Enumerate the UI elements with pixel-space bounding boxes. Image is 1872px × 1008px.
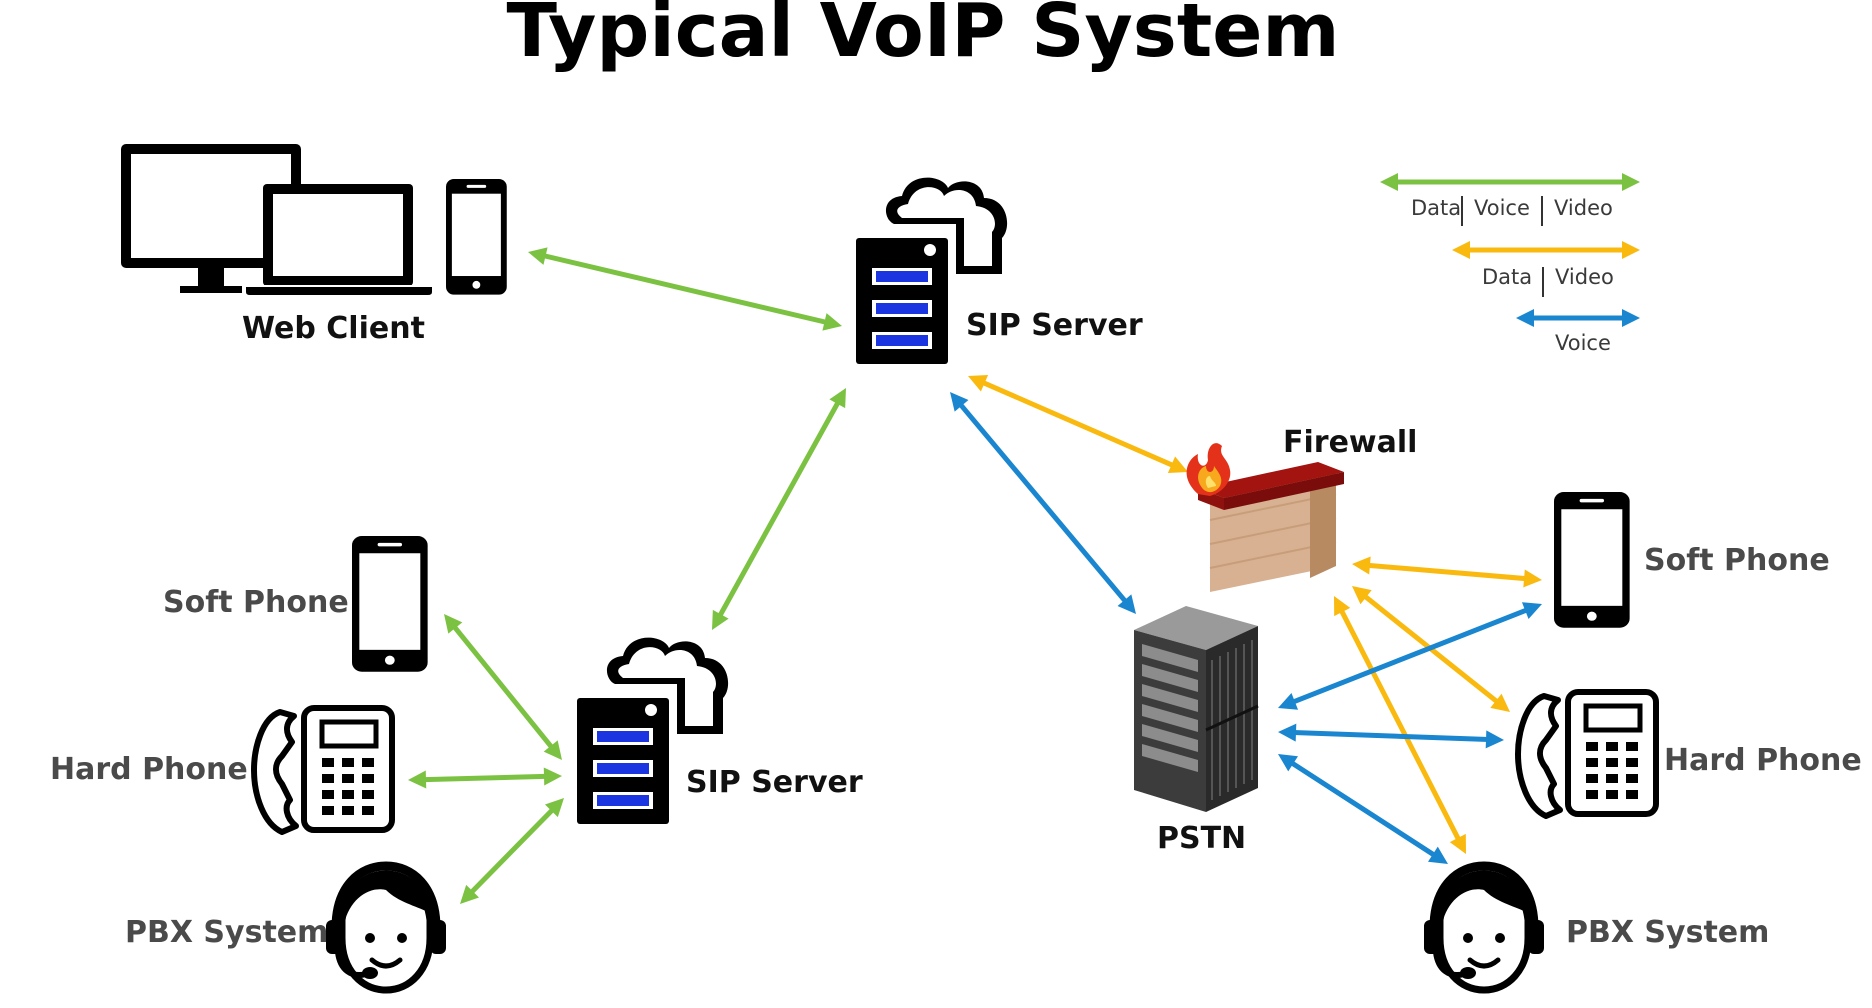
legend-orange-data: Data — [1482, 265, 1532, 289]
legend-arrow-orange-head-start — [1452, 241, 1470, 259]
firewall-icon — [1186, 443, 1344, 592]
sip-top-to-firewall-arrow — [968, 374, 1188, 474]
connection-arrows — [408, 247, 1542, 904]
pstn-to-pbx-right-line — [1286, 758, 1440, 860]
hard-phone-right-label: Hard Phone — [1664, 743, 1862, 778]
sip-top-to-firewall-head-end — [1167, 456, 1188, 474]
soft-phone-left-to-sip-head-end — [543, 740, 562, 760]
sip-top-to-firewall-line — [977, 378, 1179, 470]
legend-arrows — [1380, 173, 1640, 327]
legend-green-video: Video — [1554, 196, 1613, 220]
legend-green-voice: Voice — [1474, 196, 1530, 220]
sip-server-top: SIP Server — [856, 177, 1143, 364]
firewall-to-soft-phone-right-arrow — [1352, 556, 1542, 588]
soft-phone-left-label: Soft Phone — [163, 585, 349, 620]
web-client-to-sip-top-arrow — [528, 247, 842, 331]
hard-phone-left-to-sip-head-start — [408, 770, 427, 789]
firewall-to-hard-phone-right-head-start — [1352, 586, 1372, 605]
pstn-to-soft-phone-right-line — [1288, 606, 1532, 706]
left-devices: Soft Phone Hard Phone PBX System — [50, 536, 446, 990]
mobile-phone-icon — [1554, 492, 1630, 628]
pbx-left-to-sip-line — [466, 804, 558, 898]
legend-arrow-blue-head-start — [1516, 309, 1534, 327]
sip-top-to-pstn-line — [955, 399, 1131, 607]
soft-phone-left-to-sip-arrow — [444, 614, 562, 760]
desk-phone-icon — [1518, 692, 1656, 816]
headset-agent-icon — [1424, 866, 1544, 990]
soft-phone-right-label: Soft Phone — [1644, 543, 1830, 578]
hard-phone-left-to-sip-head-end — [543, 767, 562, 786]
pstn-to-soft-phone-right-head-start — [1278, 693, 1299, 710]
firewall-to-pbx-right-arrow — [1334, 596, 1466, 854]
pstn-to-hard-phone-right-head-start — [1278, 723, 1297, 742]
legend-arrow-orange-head-end — [1622, 241, 1640, 259]
web-client-to-sip-top-head-end — [822, 313, 842, 331]
pbx-left-to-sip-head-end — [544, 798, 564, 818]
firewall-label: Firewall — [1283, 425, 1417, 460]
pstn-to-hard-phone-right-head-end — [1485, 730, 1504, 749]
sip-server-top-label: SIP Server — [966, 308, 1143, 343]
firewall-to-soft-phone-right-line — [1363, 562, 1531, 582]
legend-blue-voice: Voice — [1555, 331, 1611, 355]
web-client-to-sip-top-head-start — [528, 247, 548, 265]
web-client-label: Web Client — [242, 311, 425, 346]
sip-top-to-firewall-head-start — [968, 374, 989, 392]
hard-phone-left-to-sip-arrow — [408, 767, 562, 789]
hard-phone-left-to-sip-line — [419, 773, 551, 783]
headset-agent-icon — [326, 866, 446, 990]
desk-phone-icon — [254, 708, 392, 832]
web-client-to-sip-top-line — [539, 252, 831, 326]
legend-arrow-blue-head-end — [1622, 309, 1640, 327]
web-client: Web Client — [121, 144, 507, 346]
mobile-phone-icon — [352, 536, 428, 672]
mobile-phone-icon — [446, 179, 507, 295]
firewall-to-soft-phone-right-head-start — [1352, 556, 1371, 575]
sip-server-bottom-label: SIP Server — [686, 765, 863, 800]
server-rack-icon — [1134, 606, 1259, 812]
sip-top-to-sip-bottom-head-end — [712, 609, 729, 630]
pbx-right-label: PBX System — [1566, 915, 1769, 950]
sip-top-to-sip-bottom-line — [715, 397, 843, 621]
legend-arrow-orange-arrow — [1452, 241, 1640, 259]
right-devices: Soft Phone Hard Phone PBX System — [1424, 492, 1862, 990]
sip-top-to-pstn-head-start — [950, 392, 969, 412]
legend-arrow-green-head-end — [1622, 173, 1640, 191]
pstn: PSTN — [1134, 606, 1259, 856]
firewall: Firewall — [1186, 425, 1417, 592]
pstn-to-soft-phone-right-arrow — [1278, 602, 1542, 710]
pstn-to-hard-phone-right-line — [1289, 729, 1493, 743]
pstn-to-pbx-right-arrow — [1278, 754, 1448, 864]
firewall-to-pbx-right-head-end — [1449, 833, 1466, 854]
pstn-to-soft-phone-right-head-end — [1521, 602, 1542, 619]
sip-top-to-pstn-arrow — [950, 392, 1136, 614]
pstn-to-pbx-right-head-start — [1278, 754, 1299, 772]
legend-arrow-green-arrow — [1380, 173, 1640, 191]
firewall-to-pbx-right-line — [1337, 605, 1463, 845]
legend-arrow-green-head-start — [1380, 173, 1398, 191]
firewall-to-hard-phone-right-head-end — [1490, 693, 1510, 712]
pstn-to-hard-phone-right-arrow — [1278, 723, 1504, 749]
pbx-left-label: PBX System — [125, 915, 328, 950]
diagram-title: Typical VoIP System — [506, 0, 1339, 74]
sip-server-bottom: SIP Server — [577, 637, 863, 824]
laptop-icon — [244, 184, 434, 297]
legend: Data Voice Video Data Video Voice — [1380, 173, 1640, 355]
firewall-to-pbx-right-head-start — [1334, 596, 1351, 617]
sip-top-to-pstn-head-end — [1117, 594, 1136, 614]
hard-phone-left-label: Hard Phone — [50, 752, 248, 787]
pbx-left-to-sip-head-start — [460, 884, 480, 904]
pstn-to-pbx-right-head-end — [1427, 846, 1448, 864]
legend-orange-video: Video — [1555, 265, 1614, 289]
pbx-left-to-sip-arrow — [460, 798, 564, 904]
sip-top-to-sip-bottom-arrow — [712, 388, 846, 630]
pstn-label: PSTN — [1157, 821, 1246, 856]
firewall-to-soft-phone-right-head-end — [1523, 569, 1542, 588]
legend-arrow-blue-arrow — [1516, 309, 1640, 327]
sip-top-to-sip-bottom-head-start — [829, 388, 846, 409]
soft-phone-left-to-sip-head-start — [444, 614, 463, 634]
legend-green-data: Data — [1411, 196, 1461, 220]
soft-phone-left-to-sip-line — [449, 621, 557, 753]
